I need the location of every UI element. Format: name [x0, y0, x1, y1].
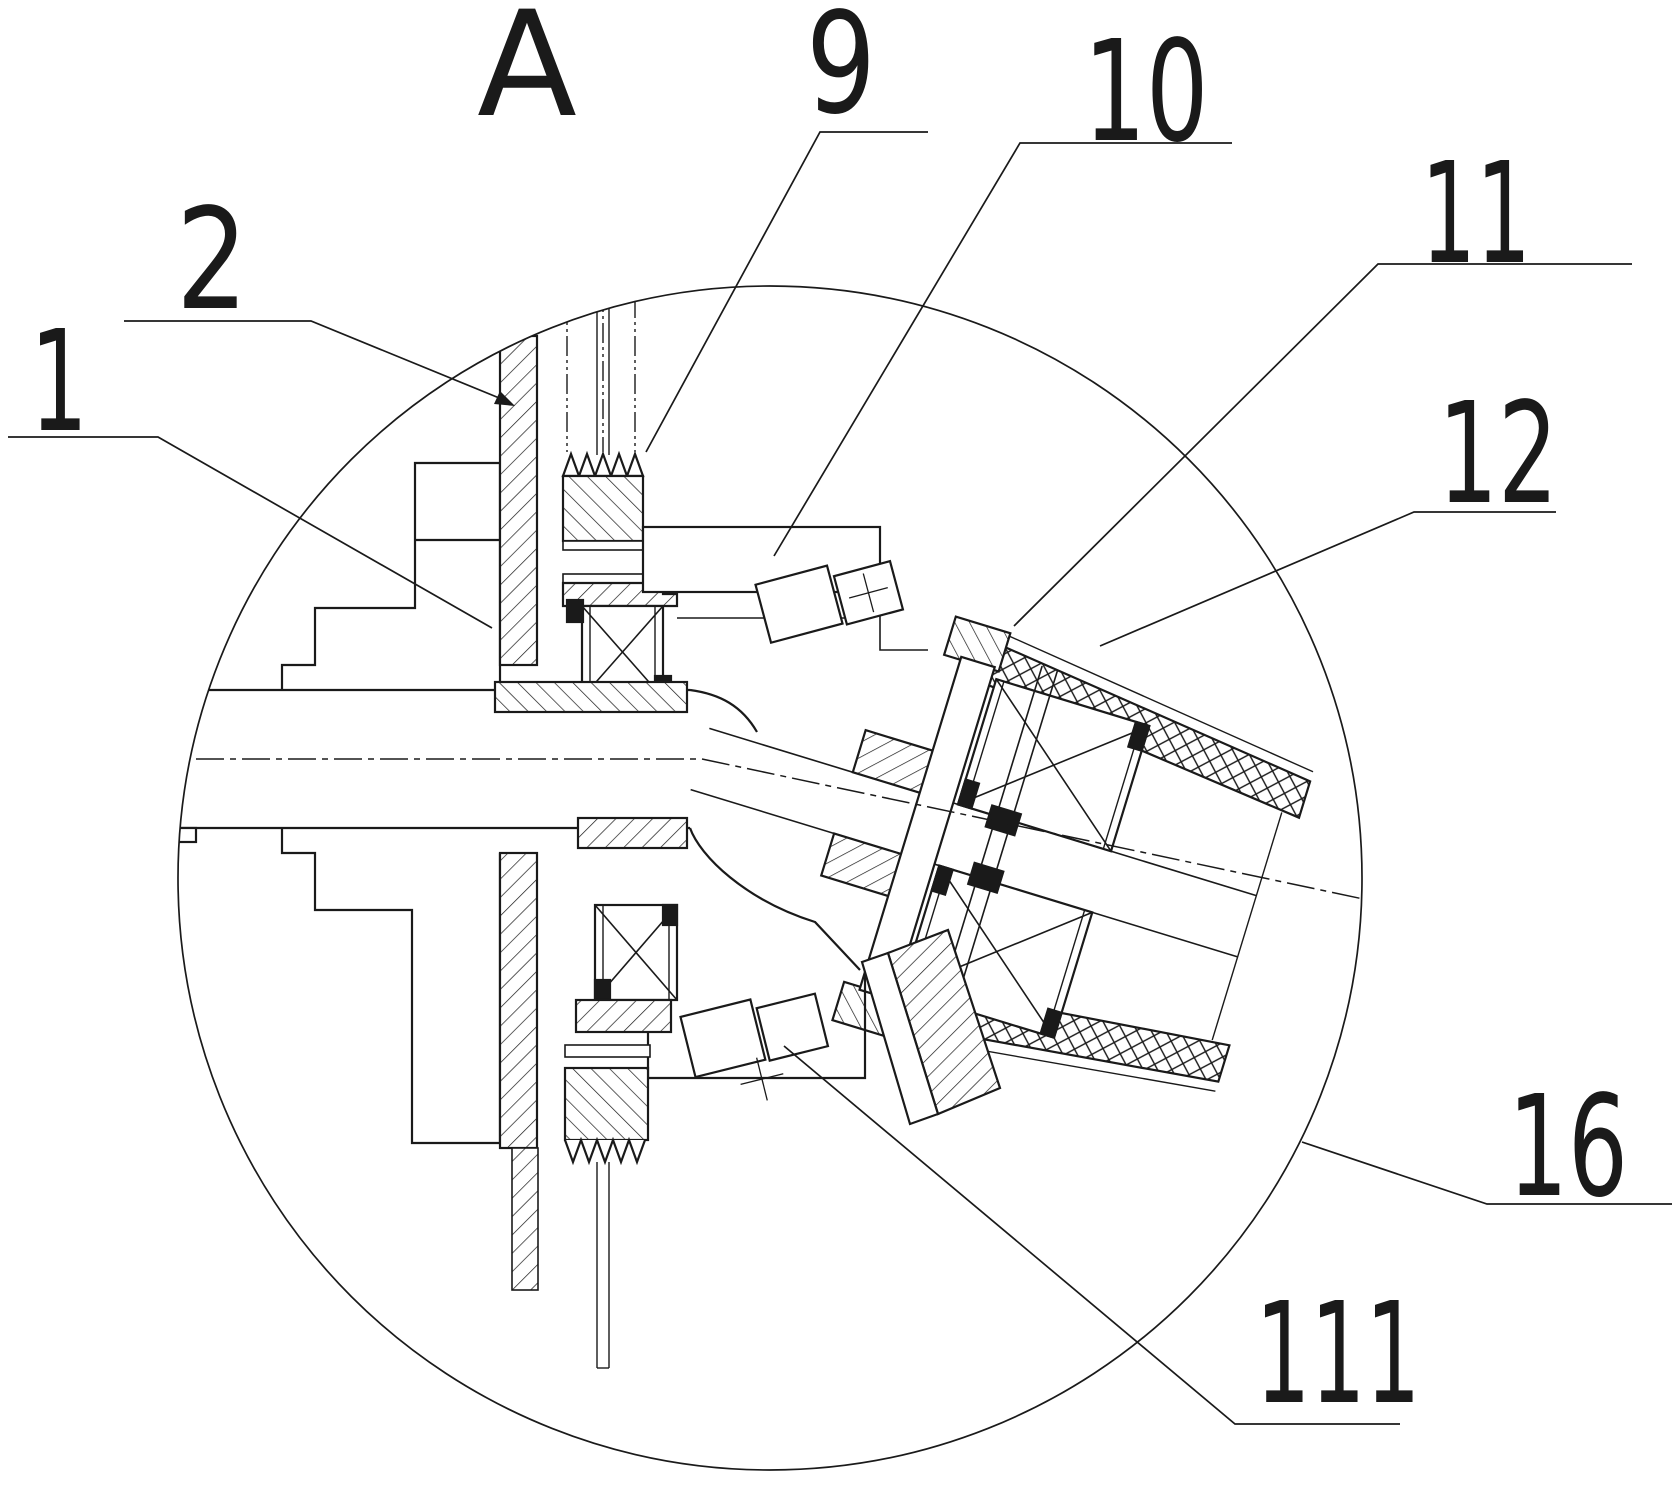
center-marks [566, 286, 636, 452]
gear-top [561, 450, 645, 584]
callout-labels: A 1 2 9 10 11 12 16 111 [30, 0, 1628, 1436]
screw-blocks-lower [679, 992, 830, 1101]
bearing-seat-top [493, 680, 689, 714]
leader-line-10 [773, 142, 1232, 557]
bearing-bottom [564, 903, 679, 1058]
chuck-jaw-bottom [280, 828, 502, 1145]
leader-line-16 [1301, 1141, 1672, 1205]
leader-arrowhead-2 [494, 391, 515, 406]
centerlines [178, 758, 1362, 901]
part-label-2: 2 [176, 179, 248, 342]
callout-leaders [8, 131, 1672, 1425]
leader-line-1 [8, 436, 493, 629]
leader-line-9 [645, 131, 928, 453]
chuck-jaw-top [280, 461, 502, 690]
gear-bottom [563, 1066, 650, 1166]
neck-transition [688, 688, 861, 971]
leader-line-11 [1013, 263, 1632, 627]
flange-plate [498, 334, 539, 1291]
detail-circle [177, 285, 1363, 1471]
tie-rod [930, 665, 1059, 1033]
part-label-1: 1 [30, 301, 88, 464]
draw-tube-lines [566, 286, 636, 1369]
view-label: A [477, 0, 577, 150]
screw-blocks-upper [754, 559, 905, 645]
mechanism [178, 286, 1362, 1369]
part-label-10: 10 [1084, 11, 1209, 174]
leader-line-111 [783, 1045, 1400, 1425]
part-label-16: 16 [1508, 1066, 1628, 1229]
part-label-12: 12 [1438, 373, 1558, 536]
part-label-111: 111 [1256, 1273, 1421, 1436]
leader-line-12 [1099, 511, 1556, 647]
angled-bearing-upper [956, 677, 1151, 853]
part-label-9: 9 [806, 0, 876, 146]
bracket-arm-face [860, 951, 940, 1126]
part-label-11: 11 [1421, 133, 1531, 296]
housing-lower [646, 973, 867, 1080]
leader-line-2 [124, 320, 510, 403]
bearing-seat-bottom [576, 816, 689, 850]
